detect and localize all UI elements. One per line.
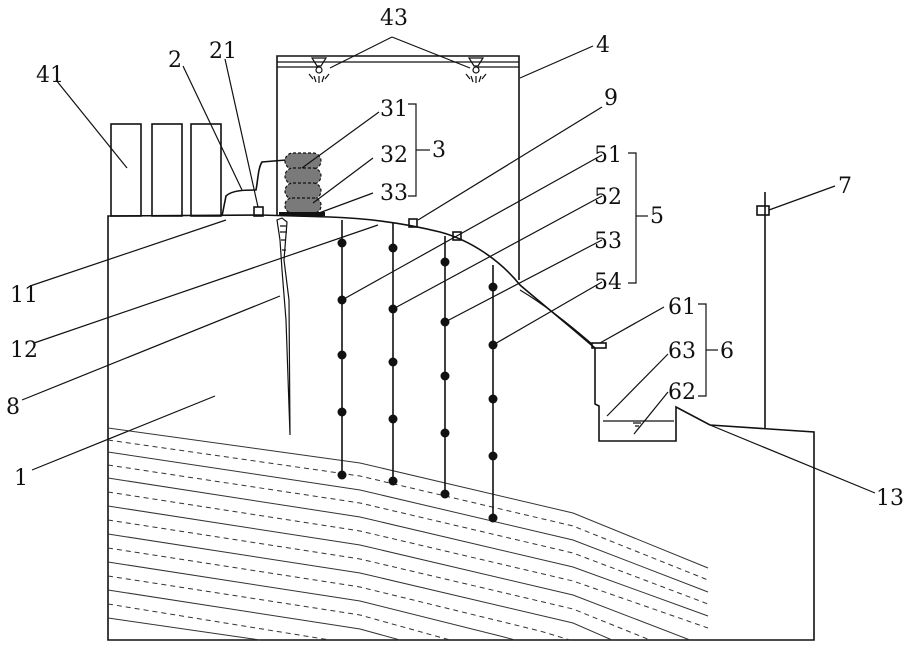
label-52: 52 — [594, 185, 622, 210]
pole-sensor — [757, 206, 769, 215]
label-33: 33 — [380, 181, 408, 206]
label-3: 3 — [432, 138, 446, 163]
label-5: 5 — [650, 204, 664, 229]
label-61: 61 — [668, 295, 696, 320]
label-4: 4 — [596, 33, 610, 58]
label-12: 12 — [10, 338, 38, 363]
label-9: 9 — [604, 86, 618, 111]
monitoring-borehole-2 — [389, 223, 398, 486]
drain-outlet-61 — [592, 343, 606, 348]
label-43: 43 — [380, 6, 408, 31]
label-13: 13 — [876, 486, 904, 511]
leader-lines — [22, 37, 875, 493]
soil-body-outline — [108, 215, 814, 640]
label-8: 8 — [6, 395, 20, 420]
monitoring-borehole-1 — [338, 220, 347, 480]
label-21: 21 — [209, 39, 237, 64]
loading-plate — [279, 212, 325, 216]
buildings — [111, 124, 221, 216]
label-41: 41 — [36, 63, 64, 88]
label-53: 53 — [594, 229, 622, 254]
label-1: 1 — [14, 466, 28, 491]
label-6: 6 — [720, 339, 734, 364]
sandbag-stack — [285, 153, 321, 213]
label-7: 7 — [838, 174, 852, 199]
label-2: 2 — [168, 48, 182, 73]
rock-strata — [108, 428, 708, 640]
label-54: 54 — [594, 270, 622, 295]
label-31: 31 — [380, 97, 408, 122]
monitoring-borehole-3 — [441, 236, 450, 499]
monitoring-borehole-4 — [489, 265, 498, 523]
collection-tank — [603, 421, 674, 426]
label-62: 62 — [668, 380, 696, 405]
label-51: 51 — [594, 143, 622, 168]
label-32: 32 — [380, 143, 408, 168]
label-11: 11 — [10, 283, 38, 308]
label-63: 63 — [668, 339, 696, 364]
